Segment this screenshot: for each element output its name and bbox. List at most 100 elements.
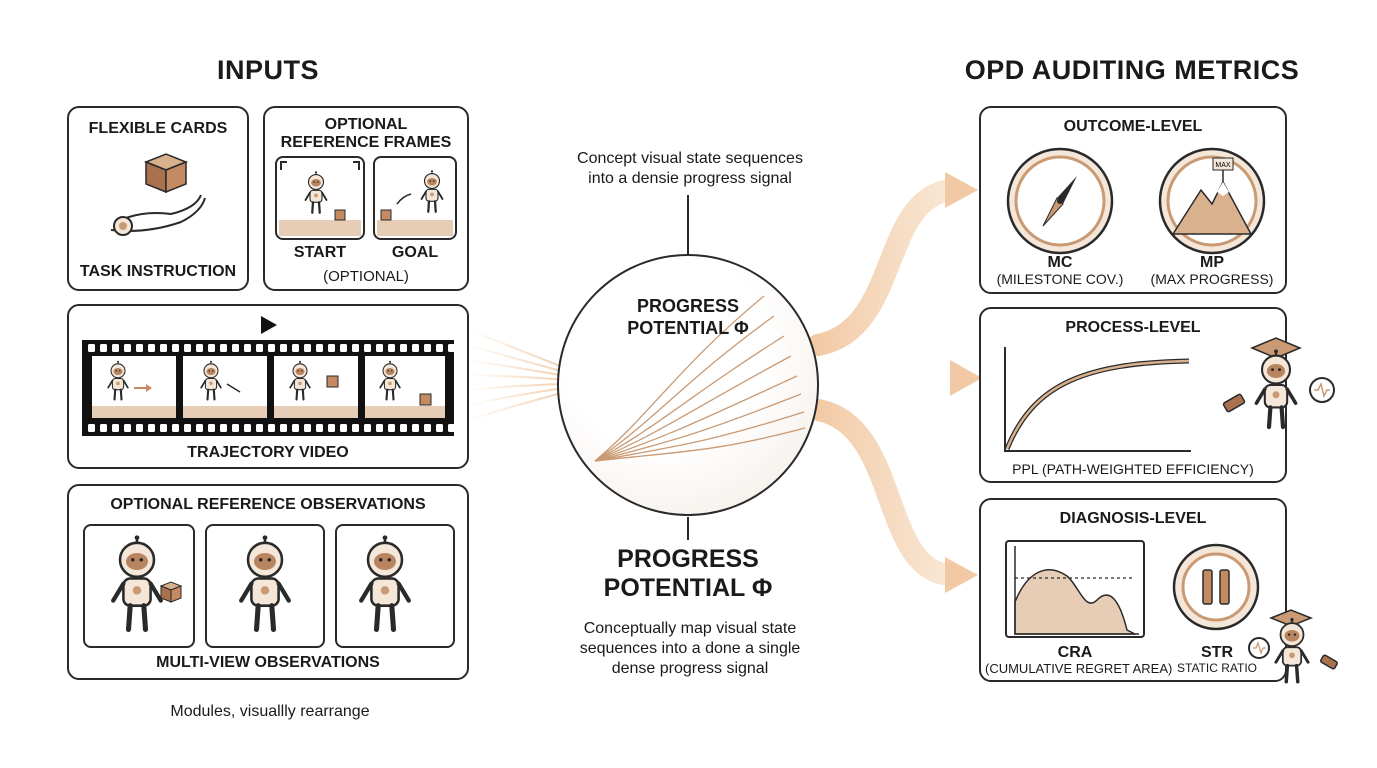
observation-view-3 [335, 524, 455, 648]
film-sprocket-hole [316, 424, 323, 432]
film-sprocket-hole [448, 424, 455, 432]
film-sprocket-hole [196, 344, 203, 352]
film-sprocket-hole [280, 344, 287, 352]
progress-potential-title-line2: POTENTIAL Φ [603, 574, 773, 602]
progress-potential-orb: PROGRESS POTENTIAL Φ [557, 254, 819, 516]
film-sprocket-hole [304, 424, 311, 432]
film-sprocket-hole [340, 424, 347, 432]
film-sprocket-hole [172, 424, 179, 432]
film-sprocket-hole [280, 424, 287, 432]
film-sprocket-hole [436, 344, 443, 352]
observation-view-1 [83, 524, 195, 648]
film-sprocket-hole [424, 424, 431, 432]
film-sprocket-hole [316, 344, 323, 352]
film-sprocket-hole [388, 344, 395, 352]
process-level-title: PROCESS-LEVEL [1065, 319, 1201, 336]
film-sprocket-hole [172, 344, 179, 352]
film-sprocket-hole [112, 424, 119, 432]
center-bottom-text-line1: Conceptually map visual state [583, 620, 797, 637]
film-sprocket-hole [292, 344, 299, 352]
flexible-cards-title: FLEXIBLE CARDS [88, 120, 228, 137]
film-sprocket-hole [148, 424, 155, 432]
center-top-text-line2: into a densie progress signal [588, 170, 792, 187]
cra-sublabel: (CUMULATIVE REGRET AREA) [985, 661, 1173, 676]
reference-frames-title-line1: OPTIONAL [324, 116, 408, 133]
process-level-card: PROCESS-LEVEL PPL (PATH-WEIGHTED EFFICIE… [979, 307, 1287, 483]
film-sprocket-hole [220, 344, 227, 352]
film-sprocket-hole [412, 344, 419, 352]
film-sprocket-hole [448, 344, 455, 352]
film-sprocket-hole [148, 344, 155, 352]
film-sprocket-hole [256, 424, 263, 432]
film-sprocket-hole [244, 344, 251, 352]
film-sprocket-hole [232, 424, 239, 432]
multi-view-observations-label: MULTI-VIEW OBSERVATIONS [156, 654, 380, 671]
inputs-title: INPUTS [216, 55, 319, 85]
film-sprocket-hole [124, 344, 131, 352]
trajectory-video-card: TRAJECTORY VIDEO [67, 304, 469, 469]
mc-label: MC [1047, 254, 1073, 271]
film-sprocket-hole [220, 424, 227, 432]
mountain-peak-icon: MAX [1158, 147, 1266, 255]
film-sprocket-hole [160, 424, 167, 432]
goal-frame [373, 156, 457, 240]
mc-sublabel: (MILESTONE COV.) [996, 271, 1124, 287]
circle-label-line1: PROGRESS [636, 296, 740, 316]
compass-icon [1006, 147, 1114, 255]
reference-frames-card: OPTIONAL REFERENCE FRAMES START GOAL (OP… [263, 106, 469, 291]
start-frame [275, 156, 365, 240]
ppl-label: PPL (PATH-WEIGHTED EFFICIENCY) [1012, 461, 1254, 477]
circle-label-line2: POTENTIAL Φ [627, 318, 749, 338]
film-sprocket-hole [88, 424, 95, 432]
film-sprocket-hole [256, 344, 263, 352]
task-instruction-label: TASK INSTRUCTION [79, 263, 237, 280]
film-frame-2 [183, 356, 267, 418]
output-flow-arrows [807, 179, 966, 586]
film-sprocket-hole [88, 344, 95, 352]
str-sublabel: STATIC RATIO [1177, 661, 1257, 675]
film-sprocket-hole [412, 424, 419, 432]
goal-label: GOAL [391, 244, 439, 261]
film-sprocket-hole [436, 424, 443, 432]
film-sprocket-hole [388, 424, 395, 432]
film-sprocket-hole [232, 344, 239, 352]
film-sprocket-hole [268, 344, 275, 352]
efficiency-curve-plot [1004, 347, 1191, 452]
film-sprocket-hole [328, 424, 335, 432]
film-sprocket-hole [196, 424, 203, 432]
judge-robot-icon [1222, 337, 1335, 444]
pause-icon [1172, 543, 1260, 631]
progress-curve-bundle [594, 295, 806, 462]
film-sprocket-hole [376, 424, 383, 432]
film-sprocket-hole [100, 344, 107, 352]
center-bottom-text-line2: sequences into a done a single [579, 640, 801, 657]
metrics-title: OPD AUDITING METRICS [964, 55, 1300, 85]
diagnosis-level-card: DIAGNOSIS-LEVEL CRA (CUMULATIVE REGRET A… [979, 498, 1287, 682]
film-sprocket-hole [304, 344, 311, 352]
hand-cube-icon [110, 153, 206, 236]
flexible-cards-card: FLEXIBLE CARDS TASK INSTRUCTION [67, 106, 249, 291]
film-sprocket-hole [208, 344, 215, 352]
film-sprocket-hole [292, 424, 299, 432]
center-connectors [687, 195, 689, 540]
start-label: START [293, 244, 347, 261]
reference-frames-title-line2: REFERENCE FRAMES [280, 134, 452, 151]
film-sprocket-hole [268, 424, 275, 432]
reference-frames-caption: (OPTIONAL) [323, 268, 409, 285]
film-sprocket-hole [352, 344, 359, 352]
film-sprocket-hole [136, 344, 143, 352]
reference-observations-title: OPTIONAL REFERENCE OBSERVATIONS [110, 496, 426, 513]
center-top-text-line1: Concept visual state sequences [577, 150, 803, 167]
cra-label: CRA [1057, 644, 1093, 661]
film-frame-3 [274, 356, 358, 418]
film-frame-4 [365, 356, 445, 418]
film-sprocket-hole [208, 424, 215, 432]
film-sprocket-hole [364, 424, 371, 432]
film-sprocket-hole [364, 344, 371, 352]
film-sprocket-hole [400, 344, 407, 352]
film-sprocket-hole [184, 424, 191, 432]
film-sprocket-hole [136, 424, 143, 432]
modules-footnote: Modules, visuallly rearrange [170, 703, 370, 720]
film-sprocket-hole [160, 344, 167, 352]
